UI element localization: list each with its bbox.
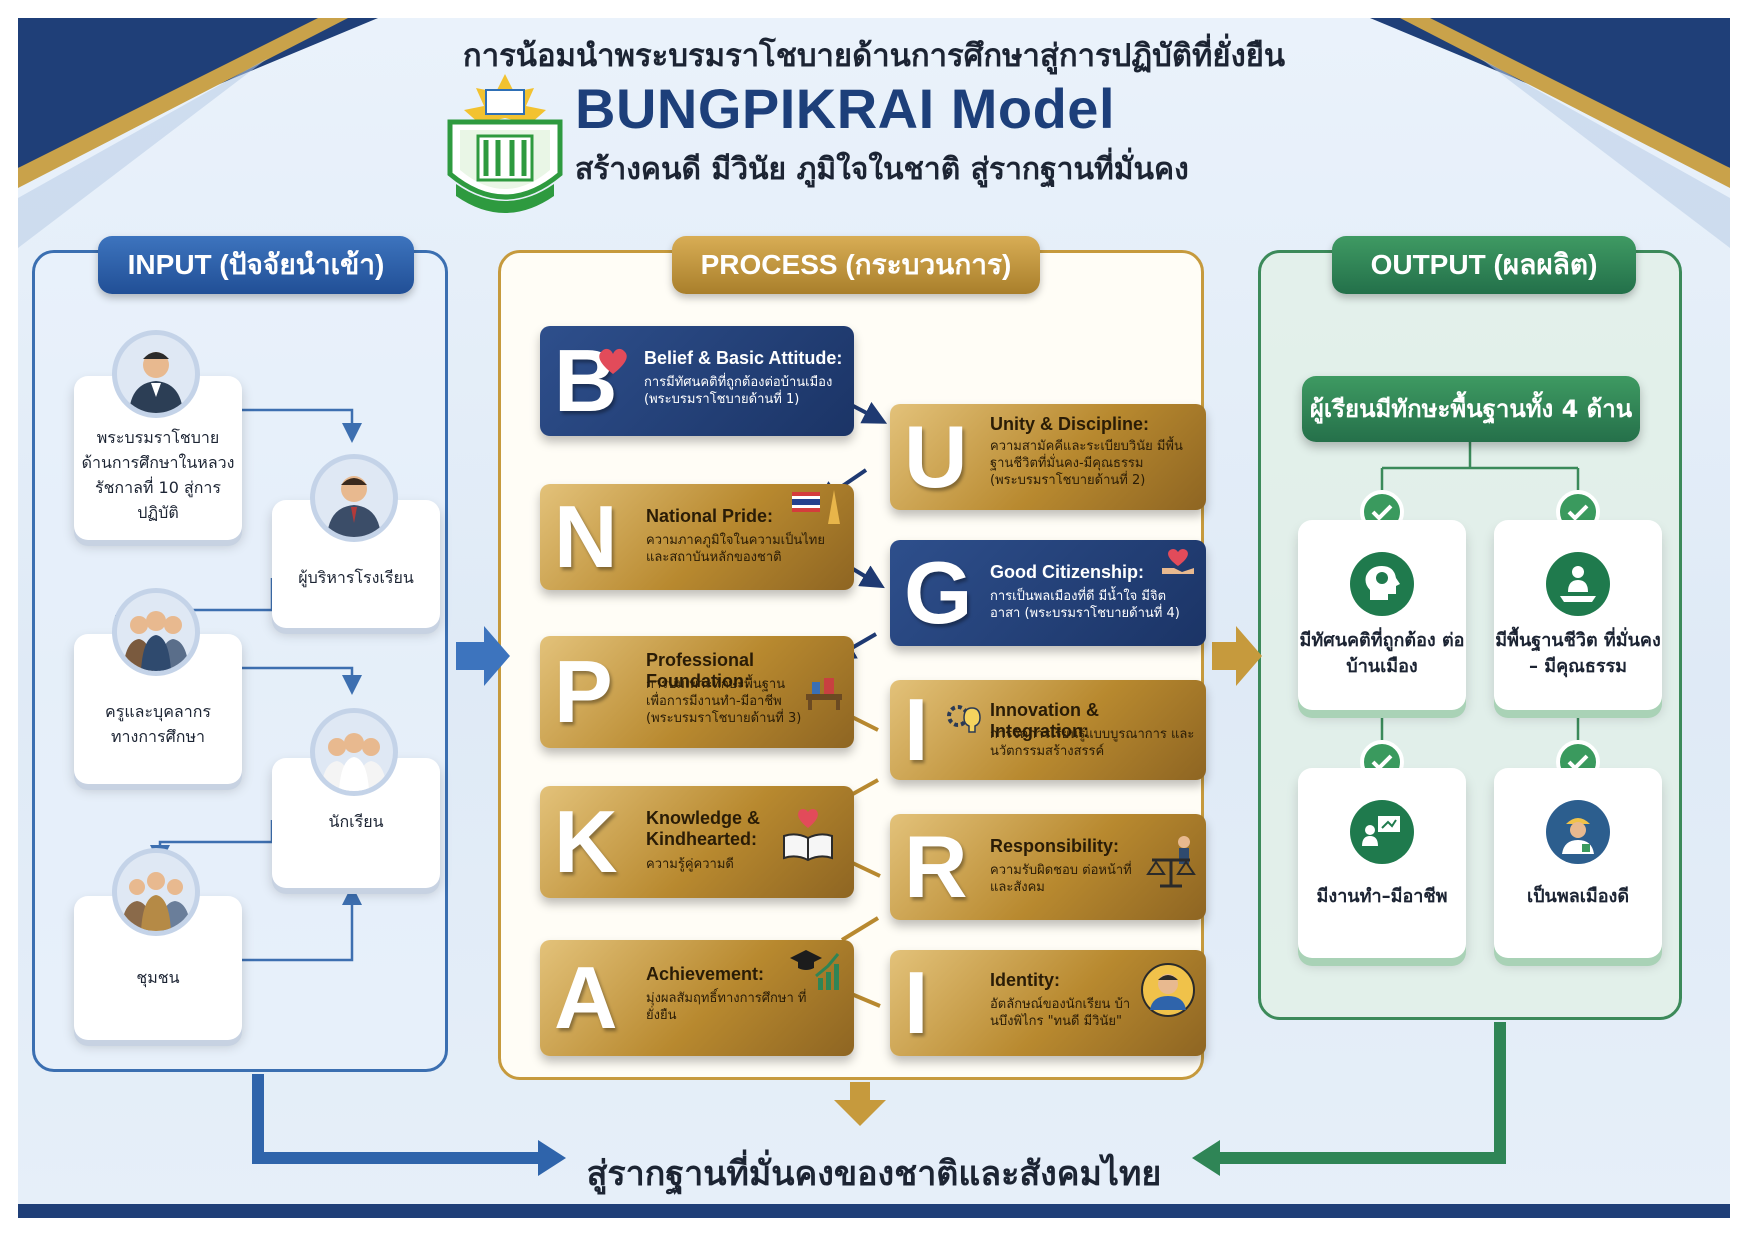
brain-heart-icon xyxy=(599,348,627,374)
process-letter: G xyxy=(904,543,973,642)
students-group-icon xyxy=(310,708,398,796)
student-avatar-icon xyxy=(1141,963,1195,1017)
output-card-label: เป็นพลเมืองดี xyxy=(1526,886,1630,907)
process-desc: ความสามัคคีและระเบียบวินัย มีพื้นฐานชีวิ… xyxy=(990,439,1183,488)
process-title: Professional Foundation: xyxy=(646,650,755,691)
process-title: National Pride: xyxy=(646,506,774,526)
input-card-label: พระบรมราโชบาย ด้านการศึกษาในหลวง รัชกาลท… xyxy=(81,428,235,522)
process-block-g: G Good Citizenship: การเป็นพลเมืองที่ดี … xyxy=(890,540,1206,646)
process-block-n: N National Pride: ความภาคภูมิใจในความเป็… xyxy=(540,484,854,590)
process-title: Unity & Discipline: xyxy=(990,414,1150,434)
meditation-icon xyxy=(1546,552,1610,616)
process-letter: R xyxy=(904,817,968,916)
process-desc: ความภาคภูมิใจในความเป็นไทย และสถาบันหลัก… xyxy=(646,533,825,565)
output-card-career: มีงานทำ–มีอาชีพ xyxy=(1298,768,1466,958)
process-letter: N xyxy=(554,487,618,586)
head-brain-icon xyxy=(1350,552,1414,616)
input-card-label: นักเรียน xyxy=(328,812,384,831)
scales-icon xyxy=(1146,836,1196,888)
process-block-b: B Belief & Basic Attitude: การมีทัศนคติท… xyxy=(540,326,854,436)
process-desc: ความรับผิดชอบ ต่อหน้าที่และสังคม xyxy=(990,863,1132,895)
process-letter: P xyxy=(554,642,613,741)
heart-hand-icon xyxy=(1162,548,1194,574)
input-card-royal-policy: พระบรมราโชบาย ด้านการศึกษาในหลวง รัชกาลท… xyxy=(74,376,242,540)
process-letter: U xyxy=(904,407,968,506)
thai-flag-temple-icon xyxy=(792,490,840,524)
process-label: PROCESS (กระบวนการ) xyxy=(672,236,1040,294)
process-desc: การบ่มเพาะทักษะพื้นฐาน เพื่อการมีงานทำ-ม… xyxy=(646,677,802,726)
teachers-group-icon xyxy=(112,588,200,676)
output-card-foundation: มีพื้นฐานชีวิต ที่มั่นคง – มีคุณธรรม xyxy=(1494,520,1662,710)
model-name: BUNGPIKRAI Model xyxy=(575,77,1115,140)
process-title: Good Citizenship: xyxy=(990,562,1144,582)
input-card-label: ผู้บริหารโรงเรียน xyxy=(298,568,414,587)
title-main: การน้อมนำพระบรมราโชบายด้านการศึกษาสู่การ… xyxy=(462,38,1286,74)
output-card-label: มีงานทำ–มีอาชีพ xyxy=(1316,886,1448,907)
process-letter: K xyxy=(554,792,618,891)
workbench-icon xyxy=(806,678,842,710)
process-title: Innovation & Integration: xyxy=(990,700,1099,741)
input-card-label: ครูและบุคลากร ทางการศึกษา xyxy=(105,702,211,746)
process-title: Identity: xyxy=(990,970,1060,990)
corner-decoration-right xyxy=(1370,18,1730,248)
process-title: Belief & Basic Attitude: xyxy=(644,348,843,368)
process-letter: A xyxy=(554,948,618,1047)
title-subtitle: สร้างคนดี มีวินัย ภูมิใจในชาติ สู่รากฐาน… xyxy=(575,152,1189,187)
school-logo xyxy=(447,74,563,213)
process-letter: I xyxy=(904,953,929,1052)
process-desc: การเป็นพลเมืองที่ดี มีน้ำใจ มีจิตอาสา (พ… xyxy=(990,589,1180,621)
process-letter: B xyxy=(554,331,618,430)
output-label: OUTPUT (ผลผลิต) xyxy=(1332,236,1636,294)
community-group-icon xyxy=(112,848,200,936)
gear-bulb-icon xyxy=(947,705,981,733)
bottom-bar xyxy=(18,1204,1730,1218)
process-block-p: P Professional Foundation: การบ่มเพาะทัก… xyxy=(540,636,854,748)
process-desc: การจัดการเรียนรู้แบบบูรณาการ และนวัตกรรม… xyxy=(990,727,1195,759)
output-heading: ผู้เรียนมีทักษะพื้นฐานทั้ง 4 ด้าน xyxy=(1302,376,1640,442)
process-desc: ความรู้คู่ความดี xyxy=(646,857,734,872)
process-desc: การมีทัศนคติที่ถูกต้องต่อบ้านเมือง (พระบ… xyxy=(644,375,833,407)
process-block-i-identity: I Identity: อัตลักษณ์ของนักเรียน บ้านบึง… xyxy=(890,950,1206,1056)
output-card-label: มีพื้นฐานชีวิต ที่มั่นคง – มีคุณธรรม xyxy=(1495,630,1661,677)
output-card-attitude: มีทัศนคติที่ถูกต้อง ต่อบ้านเมือง xyxy=(1298,520,1466,710)
output-card-label: มีทัศนคติที่ถูกต้อง ต่อบ้านเมือง xyxy=(1299,630,1465,677)
process-block-u: U Unity & Discipline: ความสามัคคีและระเบ… xyxy=(890,404,1206,510)
process-block-i-innovation: I Innovation & Integration: การจัดการเรี… xyxy=(890,680,1206,780)
input-label: INPUT (ปัจจัยนำเข้า) xyxy=(98,236,414,294)
process-block-k: K Knowledge & Kindhearted: ความรู้คู่ควา… xyxy=(540,786,854,898)
corner-decoration-left xyxy=(18,18,378,248)
process-title: Responsibility: xyxy=(990,836,1120,856)
footer-conclusion: สู่รากฐานที่มั่นคงของชาติและสังคมไทย xyxy=(586,1154,1162,1194)
process-block-a: A Achievement: มุ่งผลสัมฤทธิ์ทางการศึกษา… xyxy=(540,940,854,1056)
process-title: Knowledge & Kindhearted: xyxy=(646,808,761,849)
output-card-citizen: เป็นพลเมืองดี xyxy=(1494,768,1662,958)
graduation-chart-icon xyxy=(790,950,840,990)
process-desc: มุ่งผลสัมฤทธิ์ทางการศึกษา ที่ยั่งยืน xyxy=(646,991,807,1023)
person-tie-icon xyxy=(310,454,398,542)
book-heart-icon xyxy=(783,808,833,862)
process-title: Achievement: xyxy=(646,964,765,984)
presentation-icon xyxy=(1350,800,1414,864)
process-letter: I xyxy=(904,680,929,779)
person-suit-icon xyxy=(112,330,200,418)
input-card-label: ชุมชน xyxy=(136,968,180,987)
process-block-r: R Responsibility: ความรับผิดชอบ ต่อหน้าท… xyxy=(890,814,1206,920)
process-desc: อัตลักษณ์ของนักเรียน บ้านบึงพิไกร "ทนดี … xyxy=(990,997,1131,1029)
citizen-icon xyxy=(1546,800,1610,864)
